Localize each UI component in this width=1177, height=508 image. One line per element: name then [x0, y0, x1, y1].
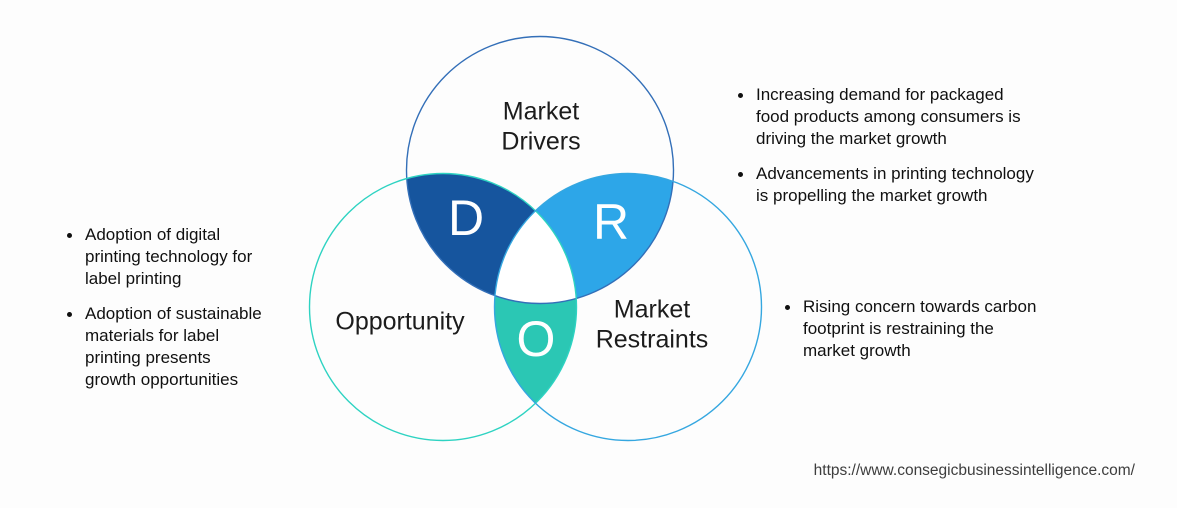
bullet-dot: [67, 312, 72, 317]
bullet-item-text: Advancements in printing technology is p…: [756, 164, 1034, 205]
bullet-dot: [67, 233, 72, 238]
restraints-letter: R: [592, 194, 630, 250]
bullet-item-text: Increasing demand for packaged food prod…: [756, 85, 1021, 148]
drivers-lens: [406, 173, 577, 304]
bullet-dot: [738, 93, 743, 98]
bullet-item-text: Adoption of digital printing technology …: [85, 225, 253, 288]
bullet-item: Adoption of sustainable materials for la…: [58, 303, 308, 391]
restraints-label: Market Restraints: [595, 295, 709, 354]
bullet-item-text: Rising concern towards carbon footprint …: [803, 297, 1037, 360]
bullet-dot: [785, 305, 790, 310]
drivers-label: Market Drivers: [501, 97, 581, 156]
drivers-letter: D: [447, 190, 485, 246]
bullet-dot: [738, 172, 743, 177]
bullet-item: Advancements in printing technology is p…: [729, 163, 1109, 207]
bullet-item-text: Adoption of sustainable materials for la…: [85, 304, 262, 389]
opportunity-letter: O: [516, 311, 556, 367]
bullet-item: Rising concern towards carbon footprint …: [776, 296, 1106, 362]
bullet-item: Increasing demand for packaged food prod…: [729, 84, 1109, 150]
restraints-circle-outline: [493, 172, 763, 442]
opportunity-label: Opportunity: [335, 307, 465, 336]
drivers-circle-outline: [405, 35, 675, 305]
opportunity-circle-outline: [308, 172, 578, 442]
opportunity-annotations: Adoption of digital printing technology …: [58, 224, 308, 391]
restraints-lens: [494, 173, 674, 304]
source-url: https://www.consegicbusinessintelligence…: [813, 462, 1135, 479]
restraints-annotations: Rising concern towards carbon footprint …: [776, 296, 1106, 362]
bullet-item: Adoption of digital printing technology …: [58, 224, 308, 290]
drivers-annotations: Increasing demand for packaged food prod…: [729, 84, 1109, 207]
